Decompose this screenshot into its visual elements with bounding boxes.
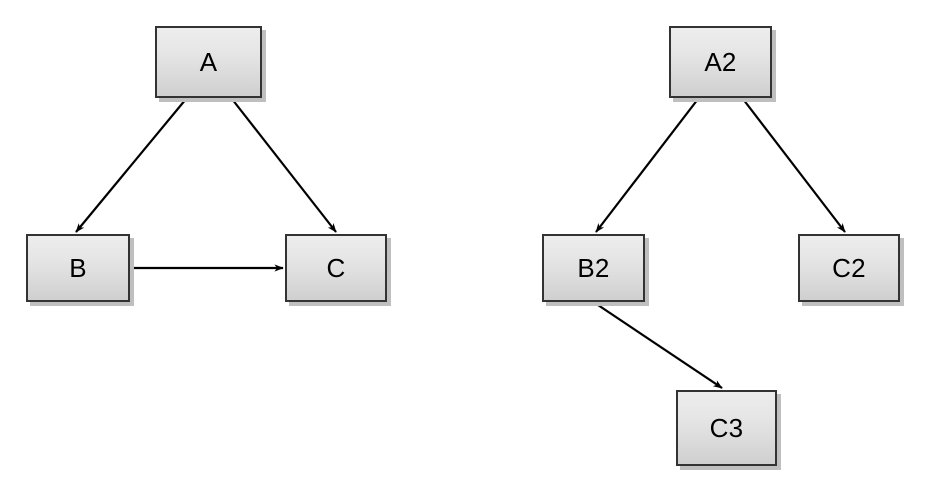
node-c[interactable]: C bbox=[285, 234, 387, 302]
node-label-b: B bbox=[69, 253, 87, 283]
node-label-c2: C2 bbox=[832, 253, 866, 283]
edge-a2-to-b2 bbox=[595, 98, 699, 233]
node-b[interactable]: B bbox=[26, 234, 130, 302]
edge-b2-to-c3 bbox=[594, 302, 723, 389]
edge-a2-to-c2 bbox=[742, 98, 846, 233]
edge-a-to-c bbox=[231, 98, 337, 233]
node-a2[interactable]: A2 bbox=[669, 26, 772, 98]
node-label-a2: A2 bbox=[704, 47, 737, 77]
node-label-a: A bbox=[199, 47, 218, 77]
node-label-c3: C3 bbox=[709, 413, 744, 443]
node-c2[interactable]: C2 bbox=[798, 234, 900, 302]
node-label-c: C bbox=[326, 253, 346, 283]
node-a[interactable]: A bbox=[155, 26, 262, 98]
node-b2[interactable]: B2 bbox=[542, 234, 645, 302]
edge-a-to-b bbox=[75, 98, 187, 233]
node-c3[interactable]: C3 bbox=[676, 390, 777, 466]
node-label-b2: B2 bbox=[577, 253, 610, 283]
edge-group bbox=[75, 98, 846, 389]
